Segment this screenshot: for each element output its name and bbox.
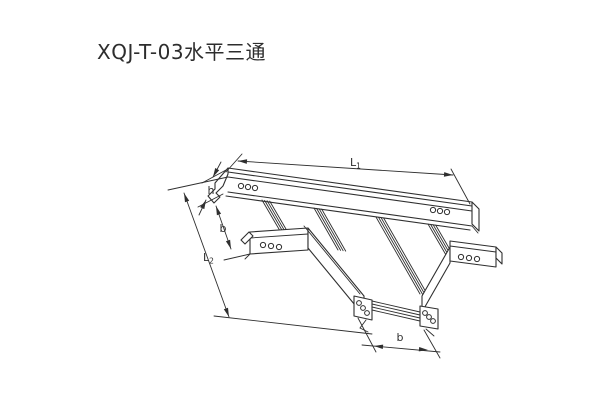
right-stub-end-cap <box>495 246 503 265</box>
dim-l1-ext-right <box>450 168 471 205</box>
dimension-b-side: b <box>215 205 251 261</box>
branch-right-end-holes <box>422 310 436 324</box>
far-rail-top-back-edge <box>227 167 473 203</box>
left-stub-body <box>249 227 309 255</box>
dim-l1-ext-left <box>225 153 243 173</box>
dim-b-bottom-label: b <box>397 331 404 344</box>
dim-l2-ext-top <box>167 176 229 191</box>
far-rail-right-end-cap <box>471 201 480 232</box>
far-rail-right-foot <box>471 225 479 234</box>
branch-right-flare-rail <box>421 246 451 313</box>
far-rail-right-holes <box>429 206 451 216</box>
branch-right-foot <box>425 328 435 337</box>
page-title: XQJ-T-03水平三通 <box>97 40 267 64</box>
dim-l2-arrow-top <box>184 193 190 203</box>
dim-l2-label: L2 <box>203 251 214 266</box>
dim-b-side-arrow-bottom <box>225 239 231 249</box>
branch-right-end <box>419 305 439 337</box>
dim-h-label: h <box>208 184 215 197</box>
dim-h-arrow-top <box>213 168 220 177</box>
branch-rung-band <box>371 300 421 322</box>
dimension-l1: L1 <box>225 153 471 205</box>
rung-band-2 <box>313 207 347 252</box>
dim-b-bottom-arrow-right <box>418 347 428 352</box>
right-flare-face <box>421 246 451 313</box>
far-rail-left-end-cap <box>207 167 229 204</box>
dim-b-side-arrow-top <box>216 206 222 216</box>
rung-band-3 <box>375 216 429 296</box>
dim-l1-arrow-left <box>238 159 248 164</box>
left-stub-top-face-edge <box>249 233 309 239</box>
far-rail-face-bottom-edge <box>227 191 473 227</box>
branch-left-foot <box>359 319 369 333</box>
dim-l1-label: L1 <box>350 156 361 171</box>
dim-b-bottom-ext-right <box>423 329 441 359</box>
near-rail-left-stub <box>240 227 309 260</box>
far-rail-face-top-edge <box>227 176 473 212</box>
right-stub-holes <box>457 253 481 263</box>
dimension-h: h <box>197 161 227 216</box>
branch-left-end <box>353 295 373 333</box>
far-rail-body <box>226 168 472 230</box>
left-stub-end-tab <box>240 231 254 245</box>
left-stub-holes <box>259 241 283 251</box>
dim-b-side-label: b <box>220 222 227 235</box>
dim-l2-ext-bottom <box>213 315 373 335</box>
main-run-far-rail <box>207 167 480 234</box>
dimension-b-bottom: b <box>357 317 441 359</box>
near-rail-right-stub <box>449 240 503 268</box>
dimension-l2: L2 <box>167 176 373 335</box>
left-flare-top-edge <box>303 225 361 295</box>
dim-b-bottom-arrow-left <box>374 344 384 349</box>
dim-h-ext-top <box>201 169 227 184</box>
branch-left-end-holes <box>356 300 370 316</box>
dim-l1-arrow-right <box>443 172 453 177</box>
dim-l2-line <box>183 192 230 318</box>
far-rail-top-front-edge <box>227 171 473 207</box>
right-stub-top-face-edge <box>449 245 497 253</box>
dim-l1-line <box>237 160 454 176</box>
left-stub-foot <box>244 253 251 260</box>
dim-b-bottom-ext-left <box>357 317 377 353</box>
dim-h-arrow-bottom <box>200 200 206 210</box>
far-rail-bottom-flange-edge <box>225 195 471 231</box>
far-rail-left-holes <box>237 182 259 192</box>
right-stub-body <box>449 240 497 268</box>
dim-l2-arrow-bottom <box>223 307 229 317</box>
dim-b-side-ext-bottom <box>223 253 251 261</box>
